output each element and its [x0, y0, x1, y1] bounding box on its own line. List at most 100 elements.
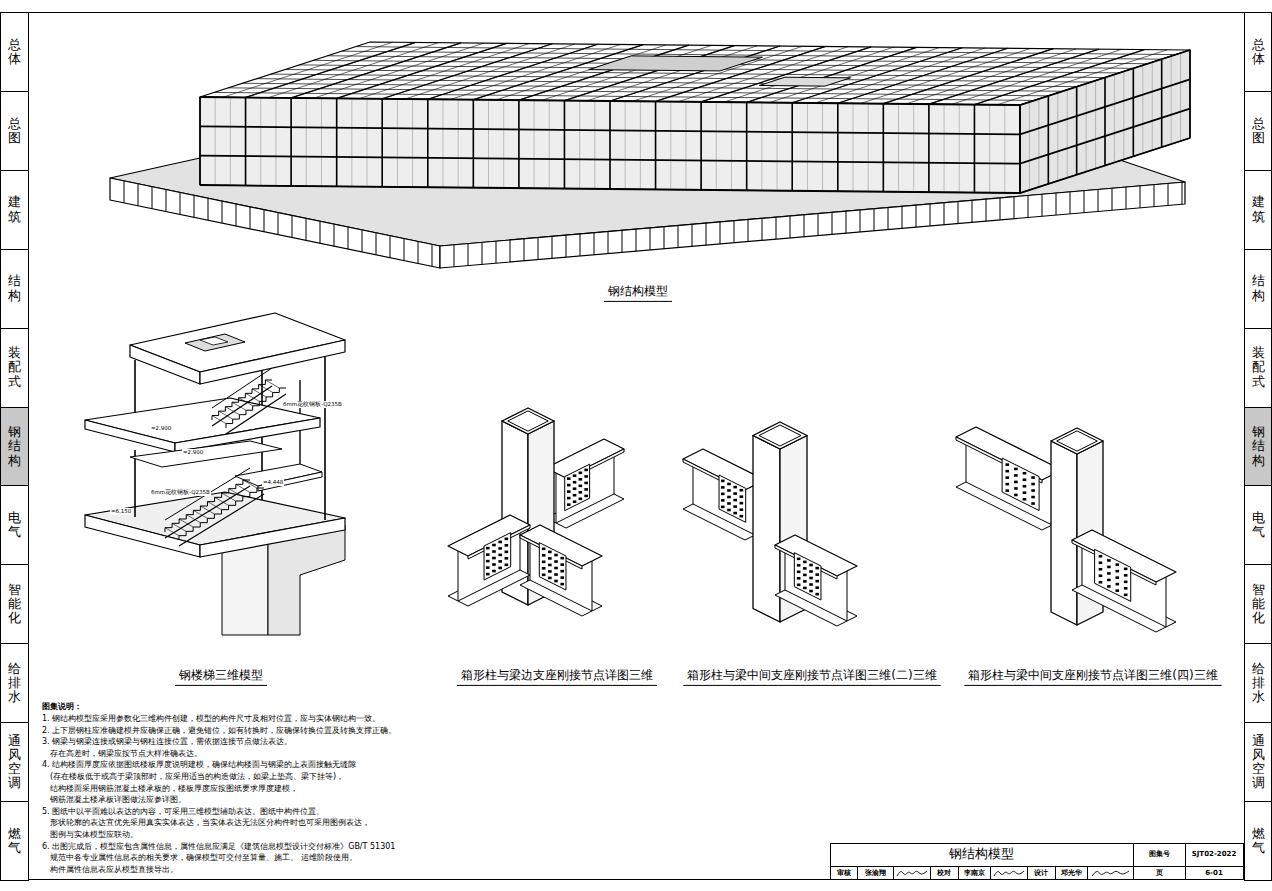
title-block-text: 邓光华 — [1061, 869, 1082, 877]
roof-girder — [656, 46, 826, 101]
bolt — [560, 563, 564, 566]
bolt — [815, 580, 819, 583]
wall-panel-line — [1182, 182, 1183, 204]
bolt — [740, 515, 744, 518]
curtain-panel-line — [503, 100, 504, 188]
wall-panel-line — [566, 235, 567, 257]
tab-label: 总图 — [8, 117, 21, 146]
stair-tread — [219, 411, 233, 419]
roof-girder — [246, 42, 416, 97]
discipline-tab: 电气 — [0, 485, 29, 565]
curtain-panel-line — [731, 102, 732, 190]
bolt — [803, 587, 807, 590]
discipline-tab: 智能化 — [0, 564, 29, 644]
bolt — [554, 560, 558, 563]
curtain-panel-line — [564, 101, 565, 189]
steel-structure-model — [110, 42, 1190, 268]
stair-stringer — [226, 394, 286, 434]
drawing-caption: 钢楼梯三维模型 — [179, 668, 263, 682]
bolt — [505, 564, 509, 567]
steel-column — [1048, 96, 1050, 184]
bolt — [1031, 489, 1035, 492]
tab-label: 电气 — [1252, 511, 1265, 540]
stair-tread — [259, 384, 273, 392]
wall-panel-line — [972, 200, 973, 222]
bolt — [727, 509, 731, 512]
steel-column — [1161, 59, 1163, 147]
floor-beam-line — [200, 79, 1190, 134]
wall-panel-line — [418, 241, 419, 263]
signature — [897, 871, 927, 876]
roof-girder — [974, 50, 1144, 105]
curtain-panel-line — [382, 99, 383, 187]
bolt — [573, 474, 577, 477]
discipline-tab: 给排水 — [1244, 643, 1272, 723]
curtain-panel-line — [716, 102, 717, 190]
wall-panel-line — [720, 222, 721, 244]
note-line: 1. 钢结构模型应采用参数化三维构件创建，模型的构件尺寸及相对位置，应与实体钢结… — [42, 714, 380, 724]
curtain-panel-line — [397, 99, 398, 187]
wall-panel-line — [1070, 192, 1071, 214]
note-line: 规范中各专业属性信息表的相关要求，确保模型可交付至算量、施工、 运维阶段使用。 — [50, 853, 357, 863]
wall-panel-line — [832, 212, 833, 234]
steel-column — [1133, 68, 1135, 156]
bolt — [554, 567, 558, 570]
bolt — [733, 512, 737, 515]
wall-panel-line — [762, 218, 763, 240]
caption-underline — [964, 685, 1221, 686]
bolt — [797, 584, 801, 587]
stair-tread — [265, 380, 279, 388]
note-line: 6. 出图完成后，模型应包含属性信息，属性信息应满足《建筑信息模型设计交付标准》… — [42, 842, 395, 852]
curtain-panel-line — [822, 103, 823, 191]
roof-girder — [747, 47, 917, 102]
splice-plate — [1095, 549, 1131, 601]
bolt — [1124, 568, 1128, 571]
bolt — [1107, 566, 1111, 569]
bolt — [727, 483, 731, 486]
curtain-panel-line — [913, 104, 914, 192]
bolt — [573, 494, 577, 497]
wall-panel-line — [888, 208, 889, 230]
note-line: 4. 结构楼面厚度应依据图纸楼板厚度说明建模，确保结构楼面与钢梁的上表面接触无缝… — [42, 760, 356, 770]
beam-flange — [956, 427, 1062, 480]
elevation-mark: =4.448 — [262, 479, 284, 486]
steel-column — [381, 99, 383, 187]
bolt — [560, 576, 564, 579]
stair-tread — [212, 416, 226, 424]
wall-panel-line — [320, 221, 321, 243]
stair-tread — [172, 523, 186, 531]
bolt — [548, 551, 552, 554]
roof-beam — [610, 46, 780, 101]
stair-stringer — [212, 386, 272, 426]
bolt — [740, 495, 744, 498]
curtain-panel-line — [473, 100, 474, 188]
tab-label: 通风空调 — [1252, 734, 1265, 791]
wall-panel-line — [804, 215, 805, 237]
bolt — [797, 558, 801, 561]
discipline-tab: 装配式 — [0, 328, 29, 408]
curtain-panel-line — [610, 101, 611, 189]
beam-flange-edge — [520, 535, 582, 569]
wall-panel-line — [482, 242, 483, 264]
box-column-top — [502, 408, 554, 434]
tab-label: 建筑 — [1252, 195, 1265, 224]
wall-panel-line — [292, 216, 293, 238]
wall-panel-line — [706, 223, 707, 245]
bolt — [797, 564, 801, 567]
bolt — [740, 502, 744, 505]
bolt — [1031, 502, 1035, 505]
wall-panel-line — [152, 187, 153, 209]
curtain-panel-line — [594, 101, 595, 189]
roof-beam — [428, 44, 598, 99]
steel-column — [746, 102, 748, 190]
beam-flange-edge — [566, 449, 624, 481]
roof-beam — [747, 47, 917, 102]
title-block-text: 钢结构模型 — [949, 847, 1014, 862]
basement-wall — [110, 178, 440, 268]
curtain-panel-line — [974, 105, 975, 193]
bolt — [721, 499, 725, 502]
bolt — [1014, 494, 1018, 497]
bolt — [548, 570, 552, 573]
bolt — [486, 547, 490, 550]
notes-heading: 图集说明： — [42, 702, 82, 712]
